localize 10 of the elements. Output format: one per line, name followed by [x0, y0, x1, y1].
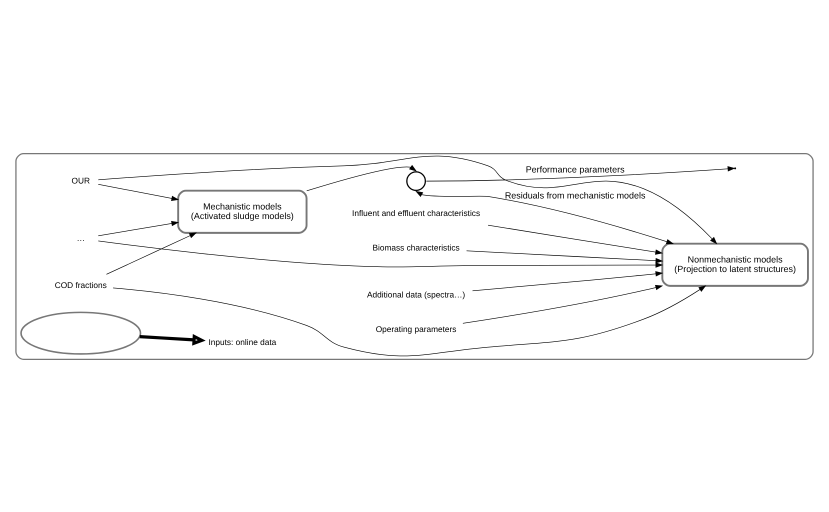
node-text: Inputs: online data — [208, 336, 276, 346]
node-text: COD fractions — [54, 280, 107, 290]
node-text: Biomass characteristics — [372, 242, 460, 252]
node-text: Operating parameters — [376, 324, 456, 334]
node-text: Influent and effluent characteristics — [352, 207, 480, 218]
edge-label: Performance parameters — [526, 164, 625, 174]
node-text: Additional data (spectra…) — [366, 289, 466, 300]
node-text: … — [76, 232, 85, 242]
edge-label: Residuals from mechanistic models — [504, 190, 646, 200]
node-text: OUR — [72, 174, 90, 185]
